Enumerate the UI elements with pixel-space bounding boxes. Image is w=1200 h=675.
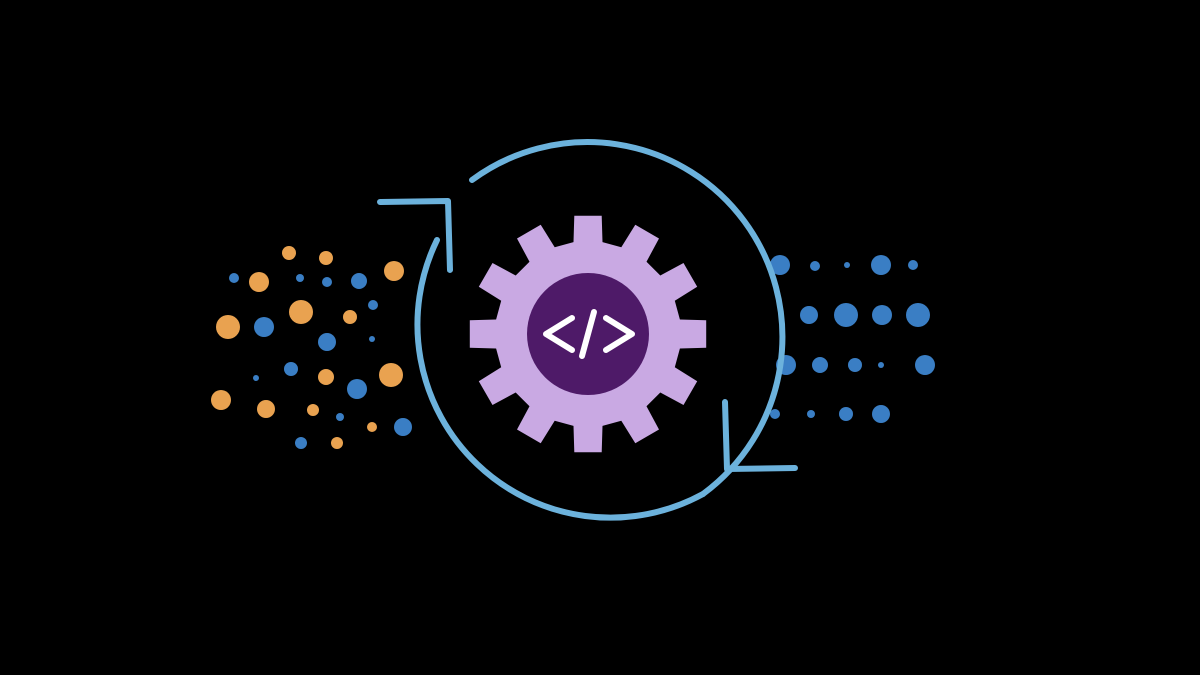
right-cluster-dot xyxy=(872,305,892,325)
left-cluster-dot xyxy=(253,375,259,381)
left-cluster-dot xyxy=(307,404,319,416)
left-cluster-dot xyxy=(295,437,307,449)
right-cluster-dot xyxy=(906,303,930,327)
right-cluster-dot xyxy=(812,357,828,373)
left-cluster-dot xyxy=(322,277,332,287)
right-cluster-dot xyxy=(915,355,935,375)
right-cluster-dot xyxy=(810,261,820,271)
left-cluster-dot xyxy=(296,274,304,282)
left-cluster-dot xyxy=(369,336,375,342)
right-cluster-dot xyxy=(770,409,780,419)
right-cluster-dot xyxy=(839,407,853,421)
code-right-bracket xyxy=(603,315,635,353)
left-dot-cluster xyxy=(211,246,412,449)
right-cluster-dot xyxy=(878,362,884,368)
left-cluster-dot xyxy=(394,418,412,436)
right-cluster-dot xyxy=(844,262,850,268)
left-cluster-dot xyxy=(379,363,403,387)
code-slash xyxy=(579,309,597,359)
right-cluster-dot xyxy=(848,358,862,372)
left-cluster-dot xyxy=(284,362,298,376)
upper-arc xyxy=(469,139,786,497)
lower-arc xyxy=(414,237,706,521)
left-cluster-dot xyxy=(368,300,378,310)
code-left-bracket xyxy=(543,315,575,353)
right-cluster-dot xyxy=(872,405,890,423)
right-cluster-dot xyxy=(770,255,790,275)
left-cluster-dot xyxy=(318,333,336,351)
left-cluster-dot xyxy=(282,246,296,260)
upper-arrowhead xyxy=(377,198,453,273)
left-cluster-dot xyxy=(367,422,377,432)
right-cluster-dot xyxy=(807,410,815,418)
left-cluster-dot xyxy=(211,390,231,410)
left-cluster-dot xyxy=(384,261,404,281)
refresh-cycle-icon xyxy=(377,139,798,521)
right-cluster-dot xyxy=(834,303,858,327)
left-cluster-dot xyxy=(229,273,239,283)
right-dot-cluster xyxy=(770,255,935,423)
left-cluster-dot xyxy=(343,310,357,324)
gear-icon xyxy=(469,215,707,453)
left-cluster-dot xyxy=(216,315,240,339)
right-cluster-dot xyxy=(871,255,891,275)
left-cluster-dot xyxy=(331,437,343,449)
left-cluster-dot xyxy=(318,369,334,385)
left-cluster-dot xyxy=(351,273,367,289)
left-cluster-dot xyxy=(249,272,269,292)
lower-arrowhead xyxy=(722,399,798,472)
left-cluster-dot xyxy=(254,317,274,337)
left-cluster-dot xyxy=(289,300,313,324)
right-cluster-dot xyxy=(908,260,918,270)
left-cluster-dot xyxy=(336,413,344,421)
left-cluster-dot xyxy=(257,400,275,418)
right-cluster-dot xyxy=(800,306,818,324)
code-icon xyxy=(543,309,635,359)
left-cluster-dot xyxy=(347,379,367,399)
left-cluster-dot xyxy=(319,251,333,265)
